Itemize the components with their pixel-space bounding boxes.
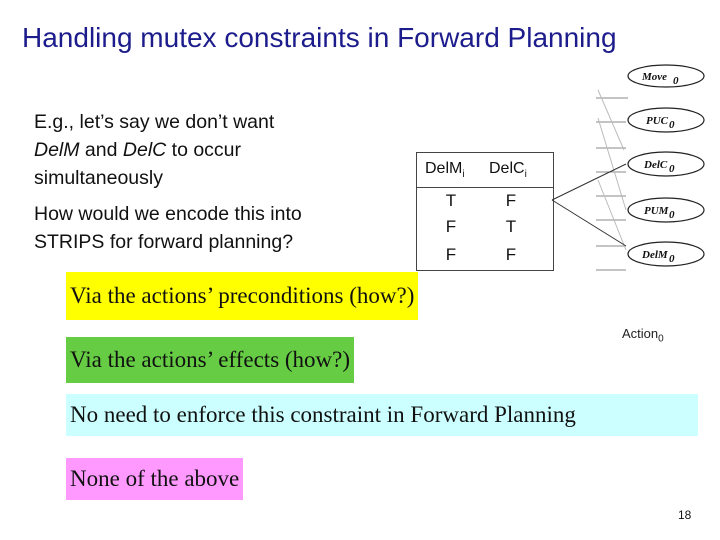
table-cell: T bbox=[505, 217, 517, 236]
action-label: Action0 bbox=[622, 326, 664, 345]
answer-option-d[interactable]: None of the above bbox=[66, 458, 244, 500]
mutex-table: DelMi DelCi T F F T F F bbox=[416, 152, 554, 271]
page-number: 18 bbox=[678, 508, 692, 522]
header-delc: DelCi bbox=[489, 160, 527, 181]
diagram-node: DelM 0 bbox=[627, 241, 705, 267]
answer-option-a[interactable]: Via the actions’ preconditions (how?) bbox=[66, 272, 419, 320]
svg-text:Move: Move bbox=[641, 71, 667, 83]
to-occur-text: to occur bbox=[166, 139, 242, 161]
svg-text:0: 0 bbox=[669, 253, 675, 265]
body-line-3: simultaneously bbox=[34, 167, 163, 189]
answer-option-b[interactable]: Via the actions’ effects (how?) bbox=[66, 337, 355, 383]
svg-text:0: 0 bbox=[673, 75, 679, 87]
svg-text:PUC: PUC bbox=[646, 115, 669, 127]
svg-text:DelC: DelC bbox=[643, 159, 668, 171]
connector-line bbox=[551, 199, 627, 247]
svg-text:PUM: PUM bbox=[644, 205, 670, 217]
header-delm: DelMi bbox=[425, 160, 465, 181]
table-cell: F bbox=[505, 245, 517, 264]
svg-text:0: 0 bbox=[669, 119, 675, 131]
connector-line bbox=[551, 163, 627, 201]
svg-text:0: 0 bbox=[669, 163, 675, 175]
body-line-4: How would we encode this into bbox=[34, 203, 302, 225]
table-cell: F bbox=[445, 245, 457, 264]
body-line-5: STRIPS for forward planning? bbox=[34, 231, 294, 253]
answer-option-c[interactable]: No need to enforce this constraint in Fo… bbox=[66, 394, 698, 436]
table-cell: T bbox=[445, 191, 457, 210]
table-row: F T bbox=[417, 217, 553, 243]
delc-term: DelC bbox=[122, 139, 167, 161]
incoming-arcs bbox=[596, 89, 628, 271]
table-cell: F bbox=[505, 191, 517, 210]
action-diagram: Move 0 PUC 0 DelC 0 PUM 0 DelM 0 bbox=[551, 64, 705, 271]
delm-term: DelM bbox=[34, 139, 80, 161]
body-line-2: DelM and DelC to occur bbox=[34, 138, 241, 162]
and-word: and bbox=[79, 139, 123, 161]
slide-title: Handling mutex constraints in Forward Pl… bbox=[22, 22, 617, 53]
diagram-node: PUM 0 bbox=[627, 197, 705, 223]
svg-text:DelM: DelM bbox=[641, 249, 669, 261]
diagram-node: Move 0 bbox=[627, 64, 705, 88]
table-row: F F bbox=[417, 245, 553, 271]
table-header: DelMi DelCi bbox=[417, 153, 553, 188]
table-cell: F bbox=[445, 217, 457, 236]
diagram-node: DelC 0 bbox=[627, 151, 705, 177]
diagram-node: PUC 0 bbox=[627, 107, 705, 133]
table-row: T F bbox=[417, 191, 553, 217]
svg-text:0: 0 bbox=[669, 209, 675, 221]
body-line-1: E.g., let’s say we don’t want bbox=[34, 111, 275, 133]
